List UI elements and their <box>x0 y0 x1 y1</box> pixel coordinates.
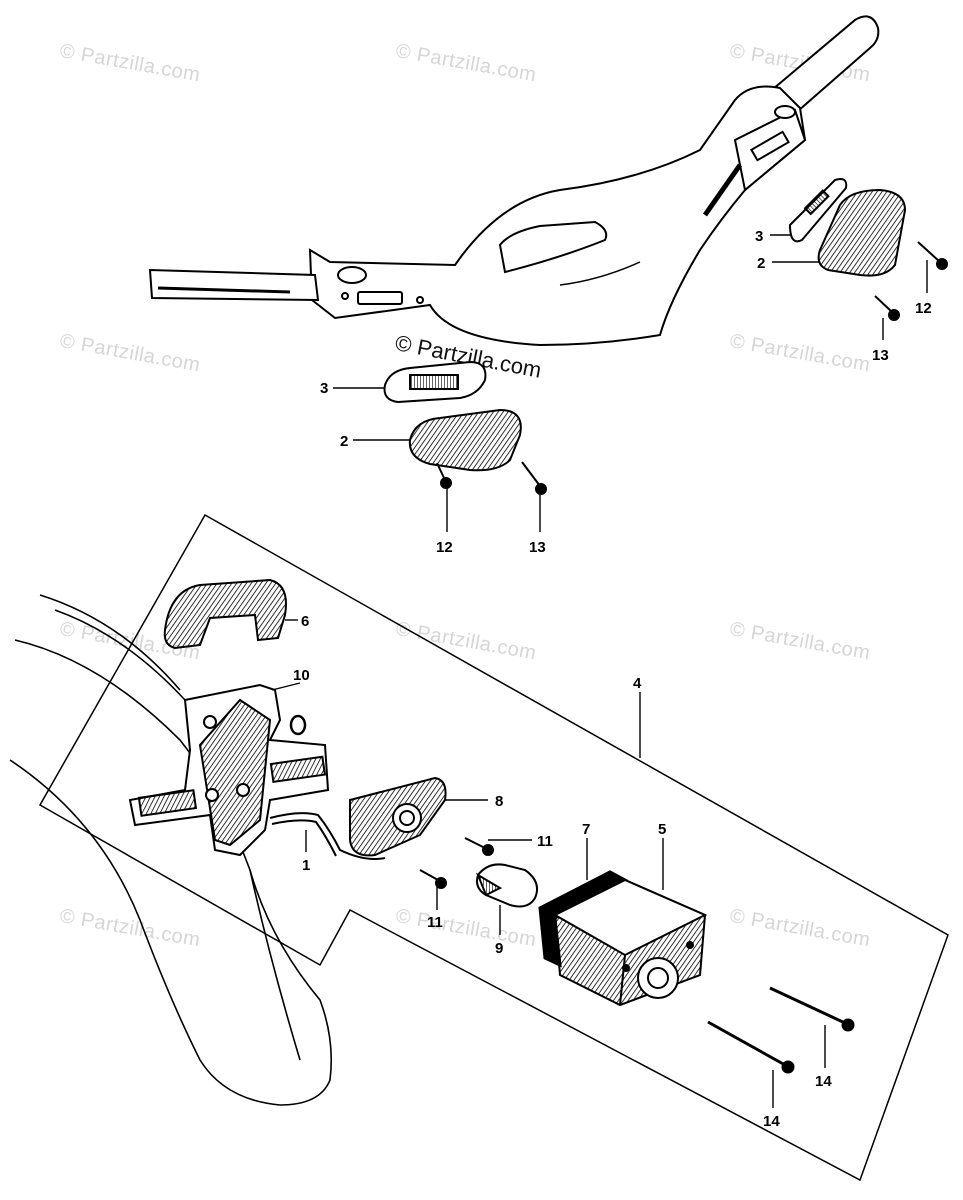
leader-lines <box>271 234 928 1108</box>
license-light-bracket <box>128 683 330 857</box>
screw-12-right <box>917 241 948 270</box>
assembly-4-outline <box>38 513 949 1182</box>
part-10-grommet <box>289 714 307 736</box>
callout-14: 14 <box>763 1113 780 1130</box>
callout-10: 10 <box>293 667 310 684</box>
screw-13-right <box>874 295 900 321</box>
callout-3: 3 <box>320 380 328 397</box>
part-14-bolt-a <box>769 986 855 1032</box>
part-11-screw-b <box>419 869 447 889</box>
callout-14: 14 <box>815 1073 832 1090</box>
callout-12: 12 <box>915 300 932 317</box>
part-6-clamp <box>163 578 287 650</box>
callout-5: 5 <box>658 821 666 838</box>
callout-12: 12 <box>436 539 453 556</box>
callout-13: 13 <box>529 539 546 556</box>
part-11-screw-a <box>464 837 494 856</box>
part-9-bulb <box>475 863 538 908</box>
part-1-wire <box>269 812 386 860</box>
part-8-socket-plate <box>349 776 447 857</box>
callout-13: 13 <box>872 347 889 364</box>
callout-8: 8 <box>495 793 503 810</box>
callout-4: 4 <box>633 675 642 692</box>
part-2-grip-right <box>817 188 907 277</box>
callout-11: 11 <box>427 914 443 931</box>
callout-6: 6 <box>301 613 309 630</box>
part-3-bracket-right <box>788 178 848 243</box>
screw-13-left <box>521 461 547 495</box>
callout-1: 1 <box>302 857 310 874</box>
callout-2: 2 <box>340 433 348 450</box>
callout-3: 3 <box>755 228 763 245</box>
callout-11: 11 <box>537 833 553 850</box>
callout-7: 7 <box>582 821 590 838</box>
grab-rail-frame <box>148 15 880 347</box>
part-2-grip-left <box>408 408 522 472</box>
part-5-tail-light <box>552 878 708 1007</box>
screw-12-left <box>436 462 452 489</box>
callout-2: 2 <box>757 255 765 272</box>
callout-9: 9 <box>495 940 503 957</box>
rear-fender <box>9 594 332 1106</box>
part-14-bolt-b <box>707 1020 795 1074</box>
part-3-bracket-left <box>383 360 487 404</box>
